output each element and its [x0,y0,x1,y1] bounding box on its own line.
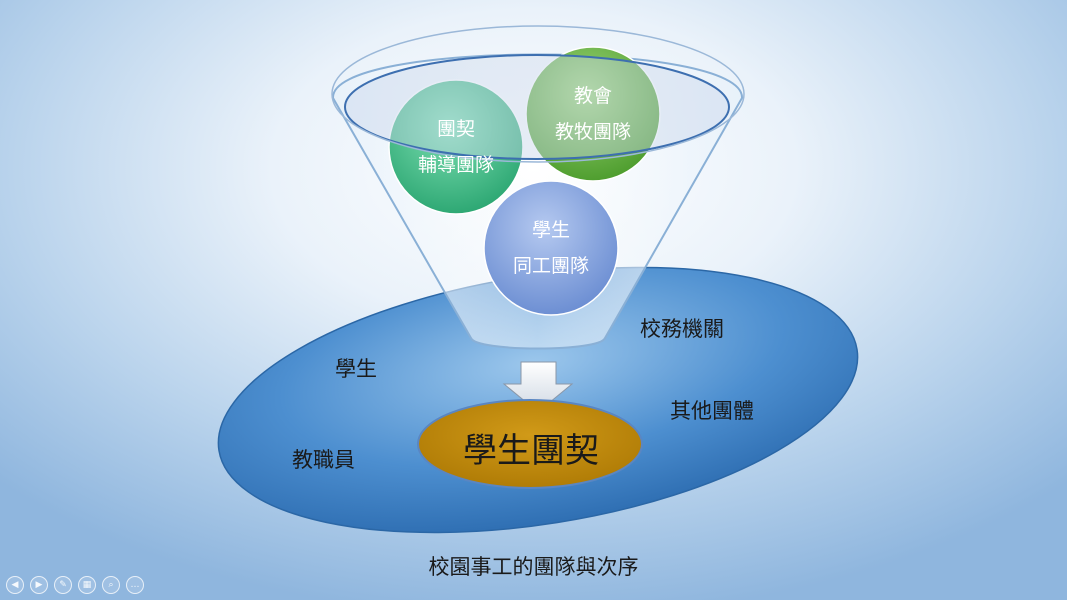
slides-icon[interactable]: ▦ [78,576,96,594]
bubble-church-line2: 教牧團隊 [554,121,631,143]
bubble-fellowship-line2: 輔導團隊 [417,154,494,176]
bubble-fellowship-line1: 團契 [436,118,475,140]
bubble-church-team [525,46,661,182]
label-faculty-staff: 教職員 [292,448,355,472]
down-arrow-icon [502,361,574,413]
more-icon[interactable]: … [126,576,144,594]
center-label: 學生團契 [463,431,599,471]
previous-icon[interactable]: ◀ [6,576,24,594]
funnel-rim [331,25,745,163]
funnel-mouth [344,54,730,160]
bubble-student-text: 學生 同工團隊 [481,212,621,284]
bubble-student-line1: 學生 [531,219,570,241]
bubble-church-line1: 教會 [573,85,612,107]
label-students: 學生 [335,357,377,381]
next-icon[interactable]: ▶ [30,576,48,594]
slide-caption: 校園事工的團隊與次序 [428,555,639,579]
zoom-icon[interactable]: ⌕ [102,576,120,594]
slideshow-toolbar: ◀ ▶ ✎ ▦ ⌕ … [6,576,144,594]
bubble-student-line2: 同工團隊 [512,255,589,277]
bubble-fellowship-text: 團契 輔導團隊 [386,111,526,183]
bubble-church-text: 教會 教牧團隊 [523,78,663,150]
pen-icon[interactable]: ✎ [54,576,72,594]
student-fellowship-ellipse [417,399,643,489]
bubble-fellowship-team [388,79,524,215]
bubble-student-team [483,180,619,316]
label-school-administration: 校務機關 [640,317,724,341]
label-other-groups: 其他團體 [670,399,754,423]
